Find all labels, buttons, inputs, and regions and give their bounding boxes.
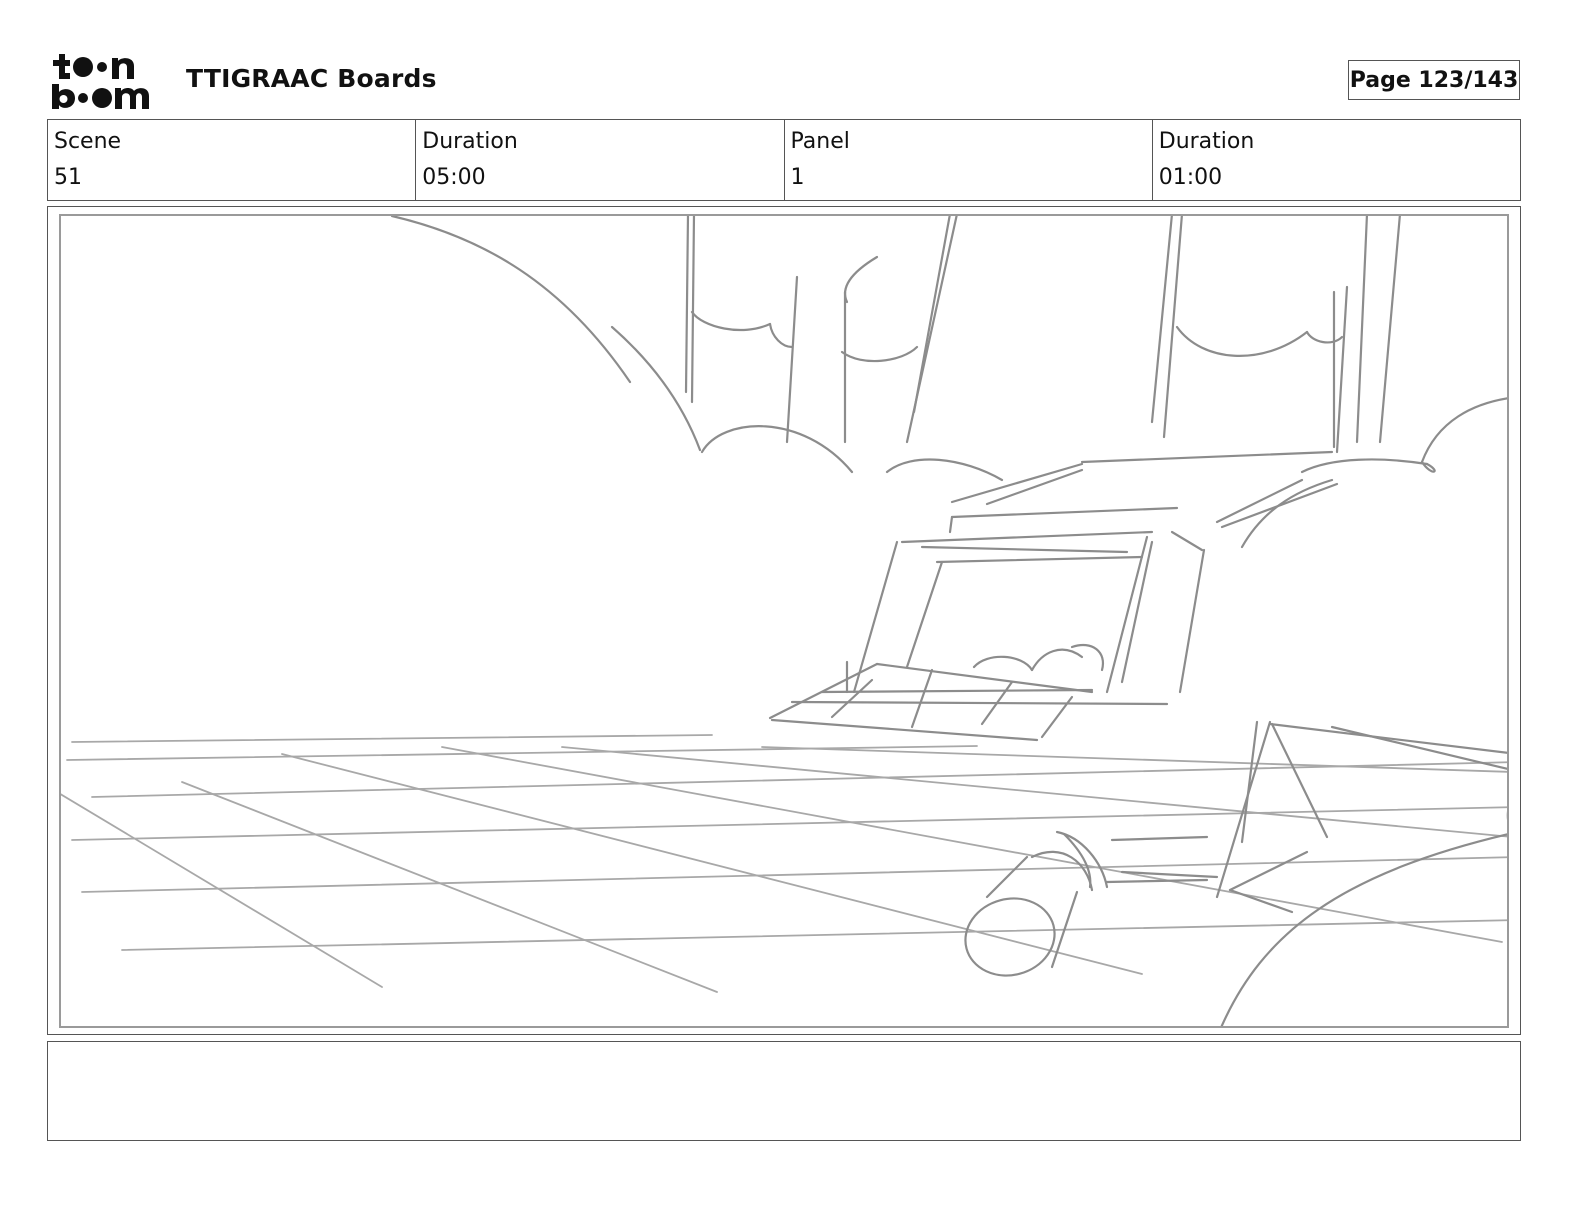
scene-duration-value: 05:00 <box>422 165 486 190</box>
panel-notes <box>47 1041 1521 1141</box>
scene-duration-label: Duration <box>422 129 518 154</box>
panel-label: Panel <box>790 129 850 154</box>
scene-value: 51 <box>54 165 82 190</box>
panel-info-table: Scene 51 Duration 05:00 Panel 1 Duration… <box>47 119 1521 201</box>
panel-duration-value: 01:00 <box>1158 165 1223 190</box>
scene-cell: Scene 51 <box>48 120 417 200</box>
page-label: Page 123/143 <box>1349 67 1519 93</box>
storyboard-panel-frame <box>47 206 1521 1035</box>
sketch-drawing <box>61 216 1507 1026</box>
project-title: TTIGRAAC Boards <box>186 64 437 93</box>
scene-duration-cell: Duration 05:00 <box>416 120 785 200</box>
panel-duration-cell: Duration 01:00 <box>1153 120 1520 200</box>
panel-value: 1 <box>790 165 805 190</box>
storyboard-panel-image <box>59 214 1509 1028</box>
page-indicator: Page 123/143 <box>1348 60 1520 100</box>
toonboom-logo <box>52 54 149 109</box>
scene-label: Scene <box>54 129 122 154</box>
panel-cell: Panel 1 <box>785 120 1153 200</box>
panel-duration-label: Duration <box>1158 129 1255 154</box>
